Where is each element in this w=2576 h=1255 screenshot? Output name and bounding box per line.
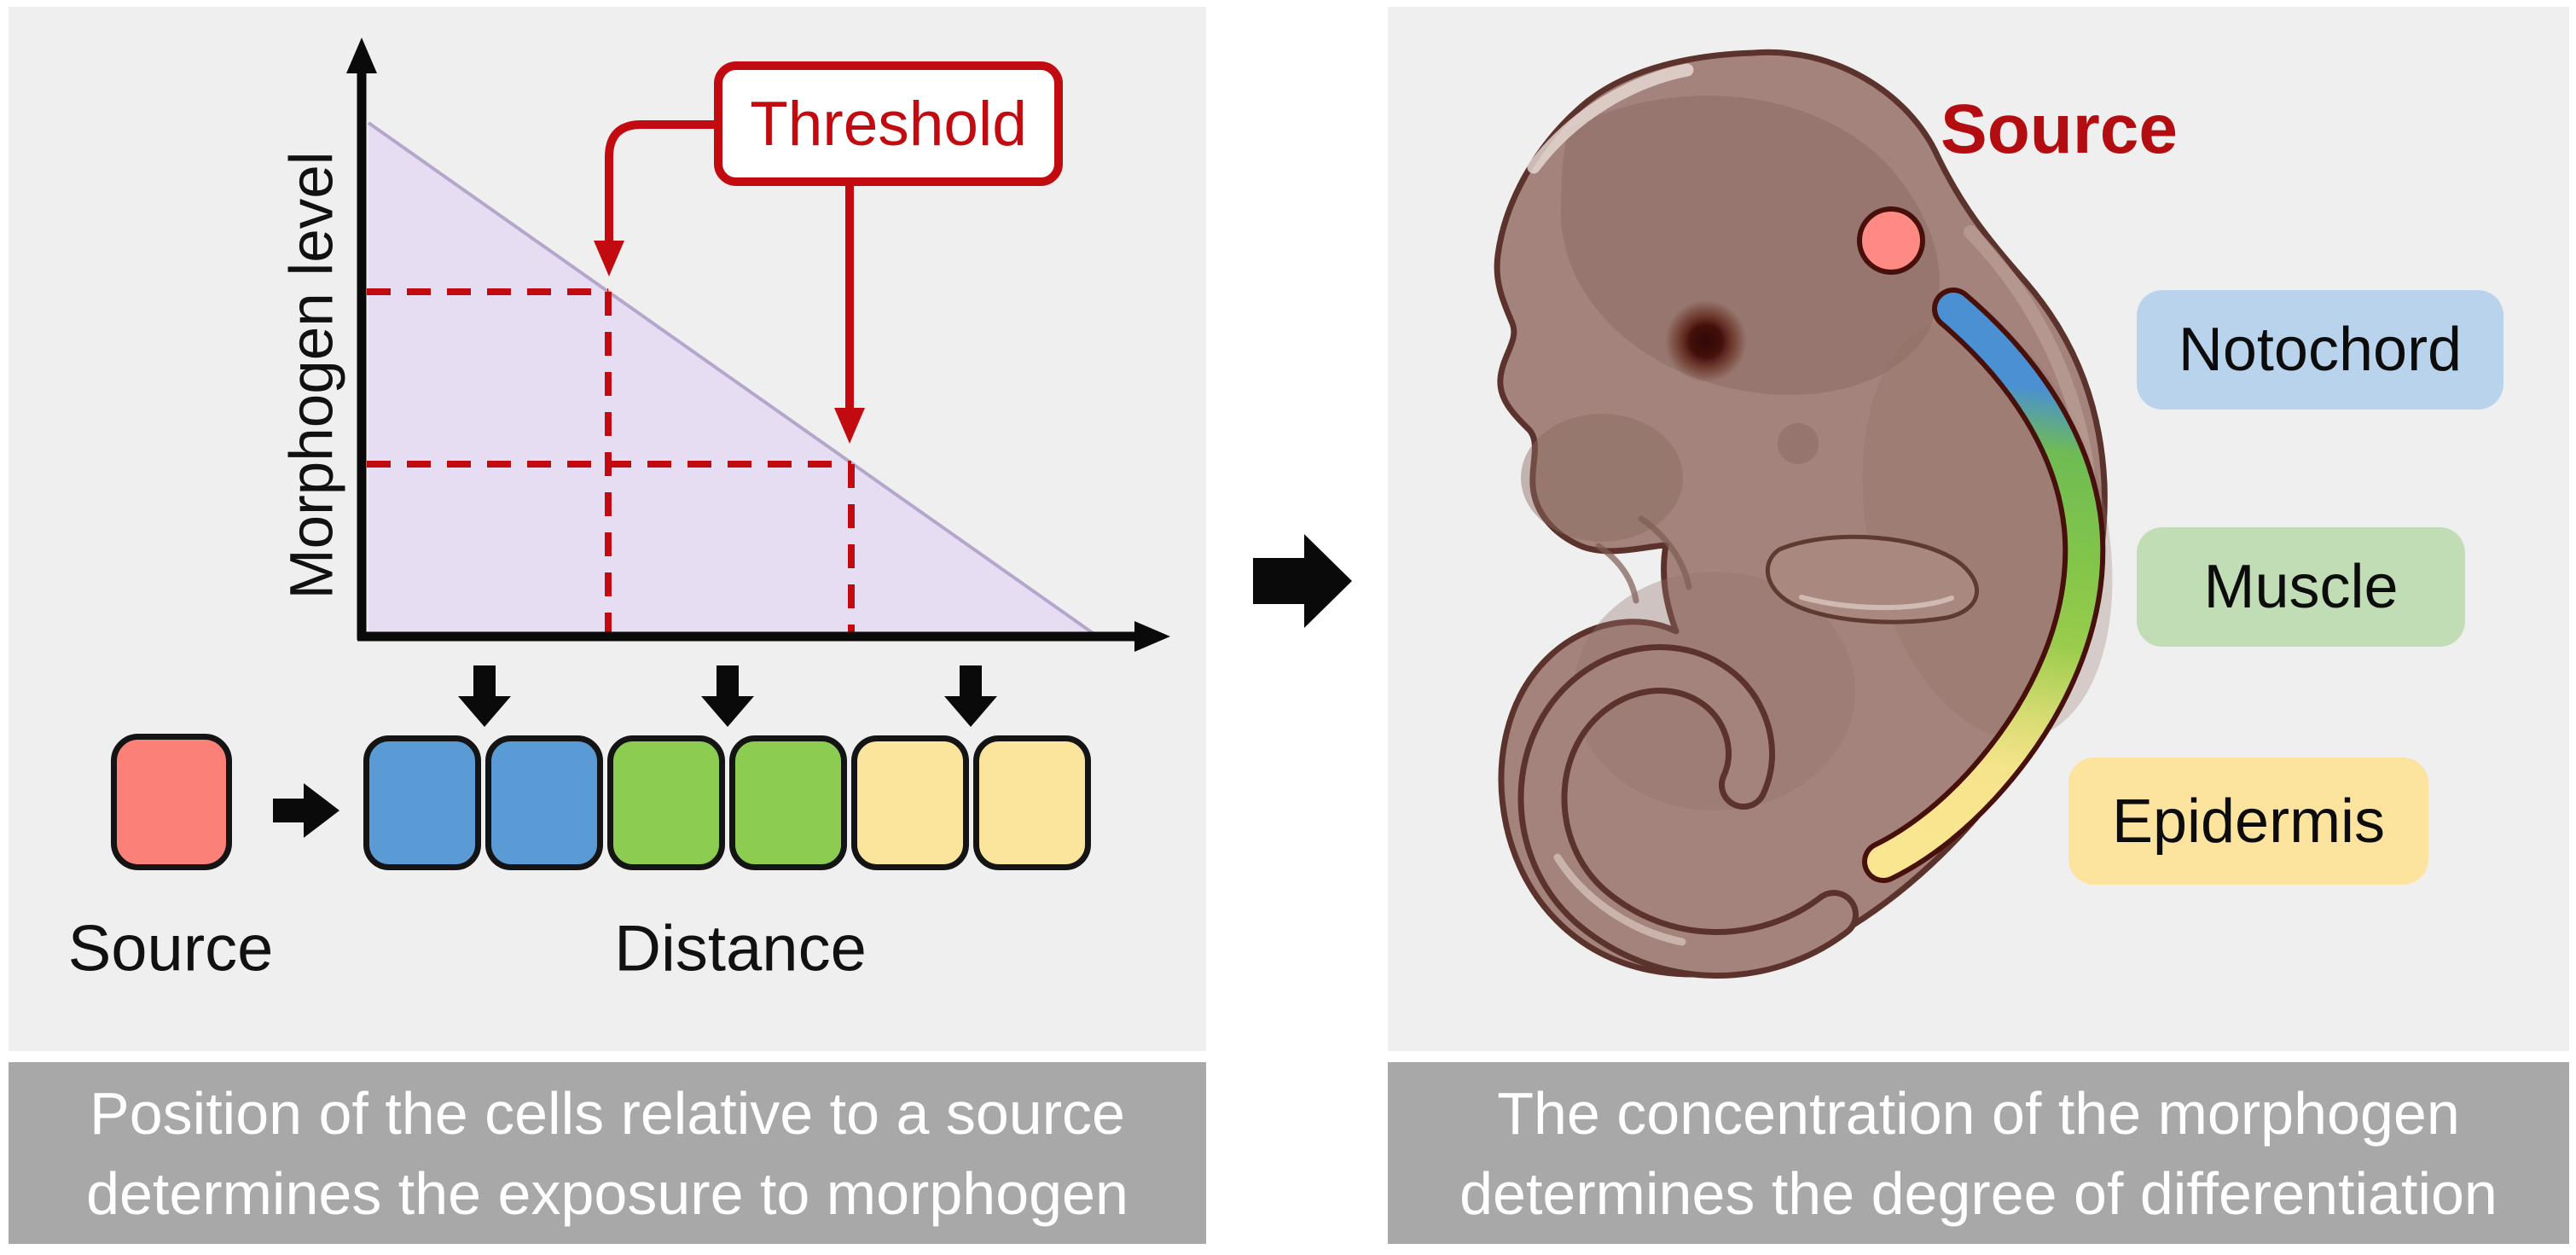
epidermis-label: Epidermis bbox=[2111, 787, 2386, 856]
notochord-label-box: Notochord bbox=[2137, 290, 2503, 410]
source-label-right: Source bbox=[1941, 90, 2178, 168]
cell-muscle-1 bbox=[607, 735, 725, 870]
right-caption-bar: The concentration of the morphogen deter… bbox=[1388, 1062, 2569, 1244]
source-label-left: Source bbox=[67, 912, 274, 985]
cell-epidermis-1 bbox=[851, 735, 969, 870]
cell-muscle-2 bbox=[729, 735, 847, 870]
x-axis-label: Distance bbox=[614, 912, 867, 985]
left-caption-bar: Position of the cells relative to a sour… bbox=[9, 1062, 1206, 1244]
right-caption-line1: The concentration of the morphogen bbox=[1497, 1079, 2460, 1147]
left-caption-line2: determines the exposure to morphogen bbox=[86, 1159, 1128, 1227]
panel-transition-arrow-icon bbox=[1253, 534, 1352, 628]
muscle-label-box: Muscle bbox=[2137, 527, 2465, 647]
muscle-label: Muscle bbox=[2203, 553, 2399, 621]
notochord-label: Notochord bbox=[2178, 316, 2463, 384]
left-caption-line1: Position of the cells relative to a sour… bbox=[90, 1079, 1125, 1147]
y-axis-label: Morphogen level bbox=[278, 151, 346, 600]
cell-epidermis-2 bbox=[973, 735, 1091, 870]
right-caption-line2: determines the degree of differentiation bbox=[1459, 1159, 2498, 1227]
source-cell bbox=[111, 734, 232, 870]
threshold-callout: Threshold bbox=[714, 61, 1063, 186]
cell-notochord-1 bbox=[363, 735, 481, 870]
cell-notochord-2 bbox=[485, 735, 603, 870]
epidermis-label-box: Epidermis bbox=[2068, 758, 2428, 885]
threshold-label: Threshold bbox=[750, 89, 1027, 159]
